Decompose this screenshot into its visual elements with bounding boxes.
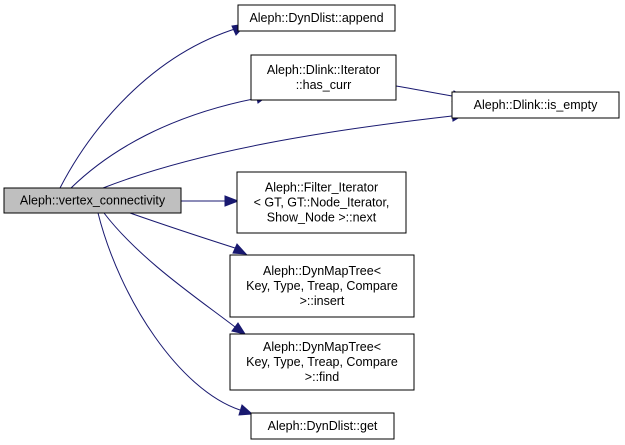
edge-vertex_connectivity-dmt_find [103,212,247,335]
node-label-line: Aleph::Filter_Iterator [265,181,378,195]
node-label-line: < GT, GT::Node_Iterator, [254,196,390,210]
edge-vertex_connectivity-append [59,23,248,189]
edge-vertex_connectivity-get [97,212,254,416]
node-has-curr[interactable]: Aleph::Dlink::Iterator::has_curr [250,54,397,101]
node-vertex-connectivity[interactable]: Aleph::vertex_connectivity [3,187,182,214]
node-filter-next[interactable]: Aleph::Filter_Iterator< GT, GT::Node_Ite… [236,171,407,234]
node-box[interactable] [237,4,396,32]
node-box[interactable] [250,412,395,440]
node-label-line: Aleph::vertex_connectivity [20,194,166,208]
node-label-line: Aleph::DynDlist::get [268,419,378,433]
node-box[interactable] [229,333,415,391]
node-label-line: >::find [305,370,339,384]
edge-line [70,97,259,189]
edge-line [395,85,453,97]
edge-vertex_connectivity-dmt_insert [129,212,248,255]
node-label-line: Aleph::Dlink::Iterator [267,63,380,77]
node-label-line: Key, Type, Treap, Compare [246,279,398,293]
node-label-line: Key, Type, Treap, Compare [246,355,398,369]
node-box[interactable] [250,54,397,101]
node-get[interactable]: Aleph::DynDlist::get [250,412,395,440]
node-box[interactable] [229,254,415,318]
node-label-line: Aleph::DynMapTree< [263,264,381,278]
edge-line [97,212,241,411]
node-label-line: Aleph::Dlink::is_empty [474,98,598,112]
node-is-empty[interactable]: Aleph::Dlink::is_empty [451,91,620,119]
node-label-line: ::has_curr [296,78,352,92]
node-append[interactable]: Aleph::DynDlist::append [237,4,396,32]
arrowhead-icon [231,322,247,335]
node-label-line: Aleph::DynMapTree< [263,340,381,354]
node-dmt-find[interactable]: Aleph::DynMapTree<Key, Type, Treap, Comp… [229,333,415,391]
node-dmt-insert[interactable]: Aleph::DynMapTree<Key, Type, Treap, Comp… [229,254,415,318]
arrowhead-icon [224,195,240,207]
edge-line [59,27,239,189]
arrowhead-icon [238,404,254,416]
node-label-line: Show_Node >::next [267,211,377,225]
edge-line [129,212,236,249]
edge-line [102,115,453,189]
arrowhead-icon [232,243,248,255]
node-box[interactable] [451,91,620,119]
node-label-line: >::insert [300,294,345,308]
node-box[interactable] [236,171,407,234]
edge-vertex_connectivity-filter_next [181,195,240,207]
node-label-line: Aleph::DynDlist::append [249,11,383,25]
edge-line [103,212,236,328]
node-box[interactable] [3,187,182,214]
